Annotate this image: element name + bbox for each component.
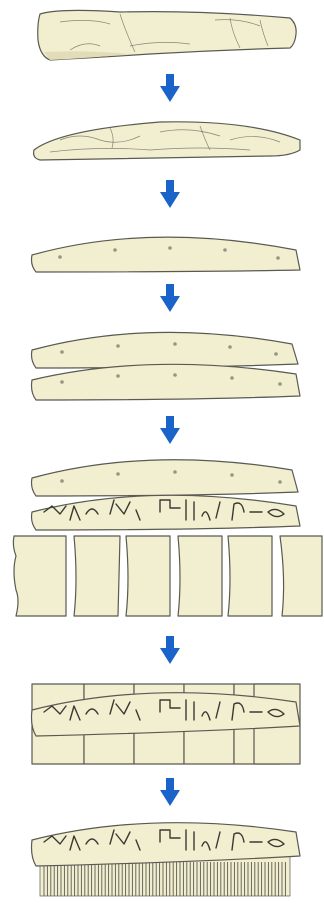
arrow-2 (160, 180, 180, 208)
arrow-6 (160, 778, 180, 806)
tooth-plate-3 (126, 536, 170, 616)
step-finished-comb (32, 823, 301, 896)
side-plate-top (32, 332, 299, 368)
split-blank-piece (34, 122, 300, 160)
side-plate (32, 237, 301, 272)
plain-side-plate (32, 460, 299, 496)
tooth-plate-6 (280, 536, 322, 616)
step-riveted-assembly (32, 684, 301, 764)
arrow-3 (160, 284, 180, 312)
arrow-1 (160, 74, 180, 102)
arrow-5 (160, 636, 180, 664)
step-two-plates (32, 332, 301, 400)
step-raw-antler (38, 10, 296, 60)
tooth-plate-5 (228, 536, 272, 616)
step-decorated-and-tooth-plates (13, 460, 322, 616)
step-split-blank (34, 122, 300, 160)
tooth-plates-row (13, 536, 322, 616)
tooth-plate-2 (74, 536, 120, 616)
step-shaped-plate (32, 237, 301, 272)
tooth-plate-1 (13, 536, 66, 616)
side-plate-bottom (32, 364, 301, 400)
arrow-4 (160, 416, 180, 444)
tooth-plate-4 (178, 536, 222, 616)
